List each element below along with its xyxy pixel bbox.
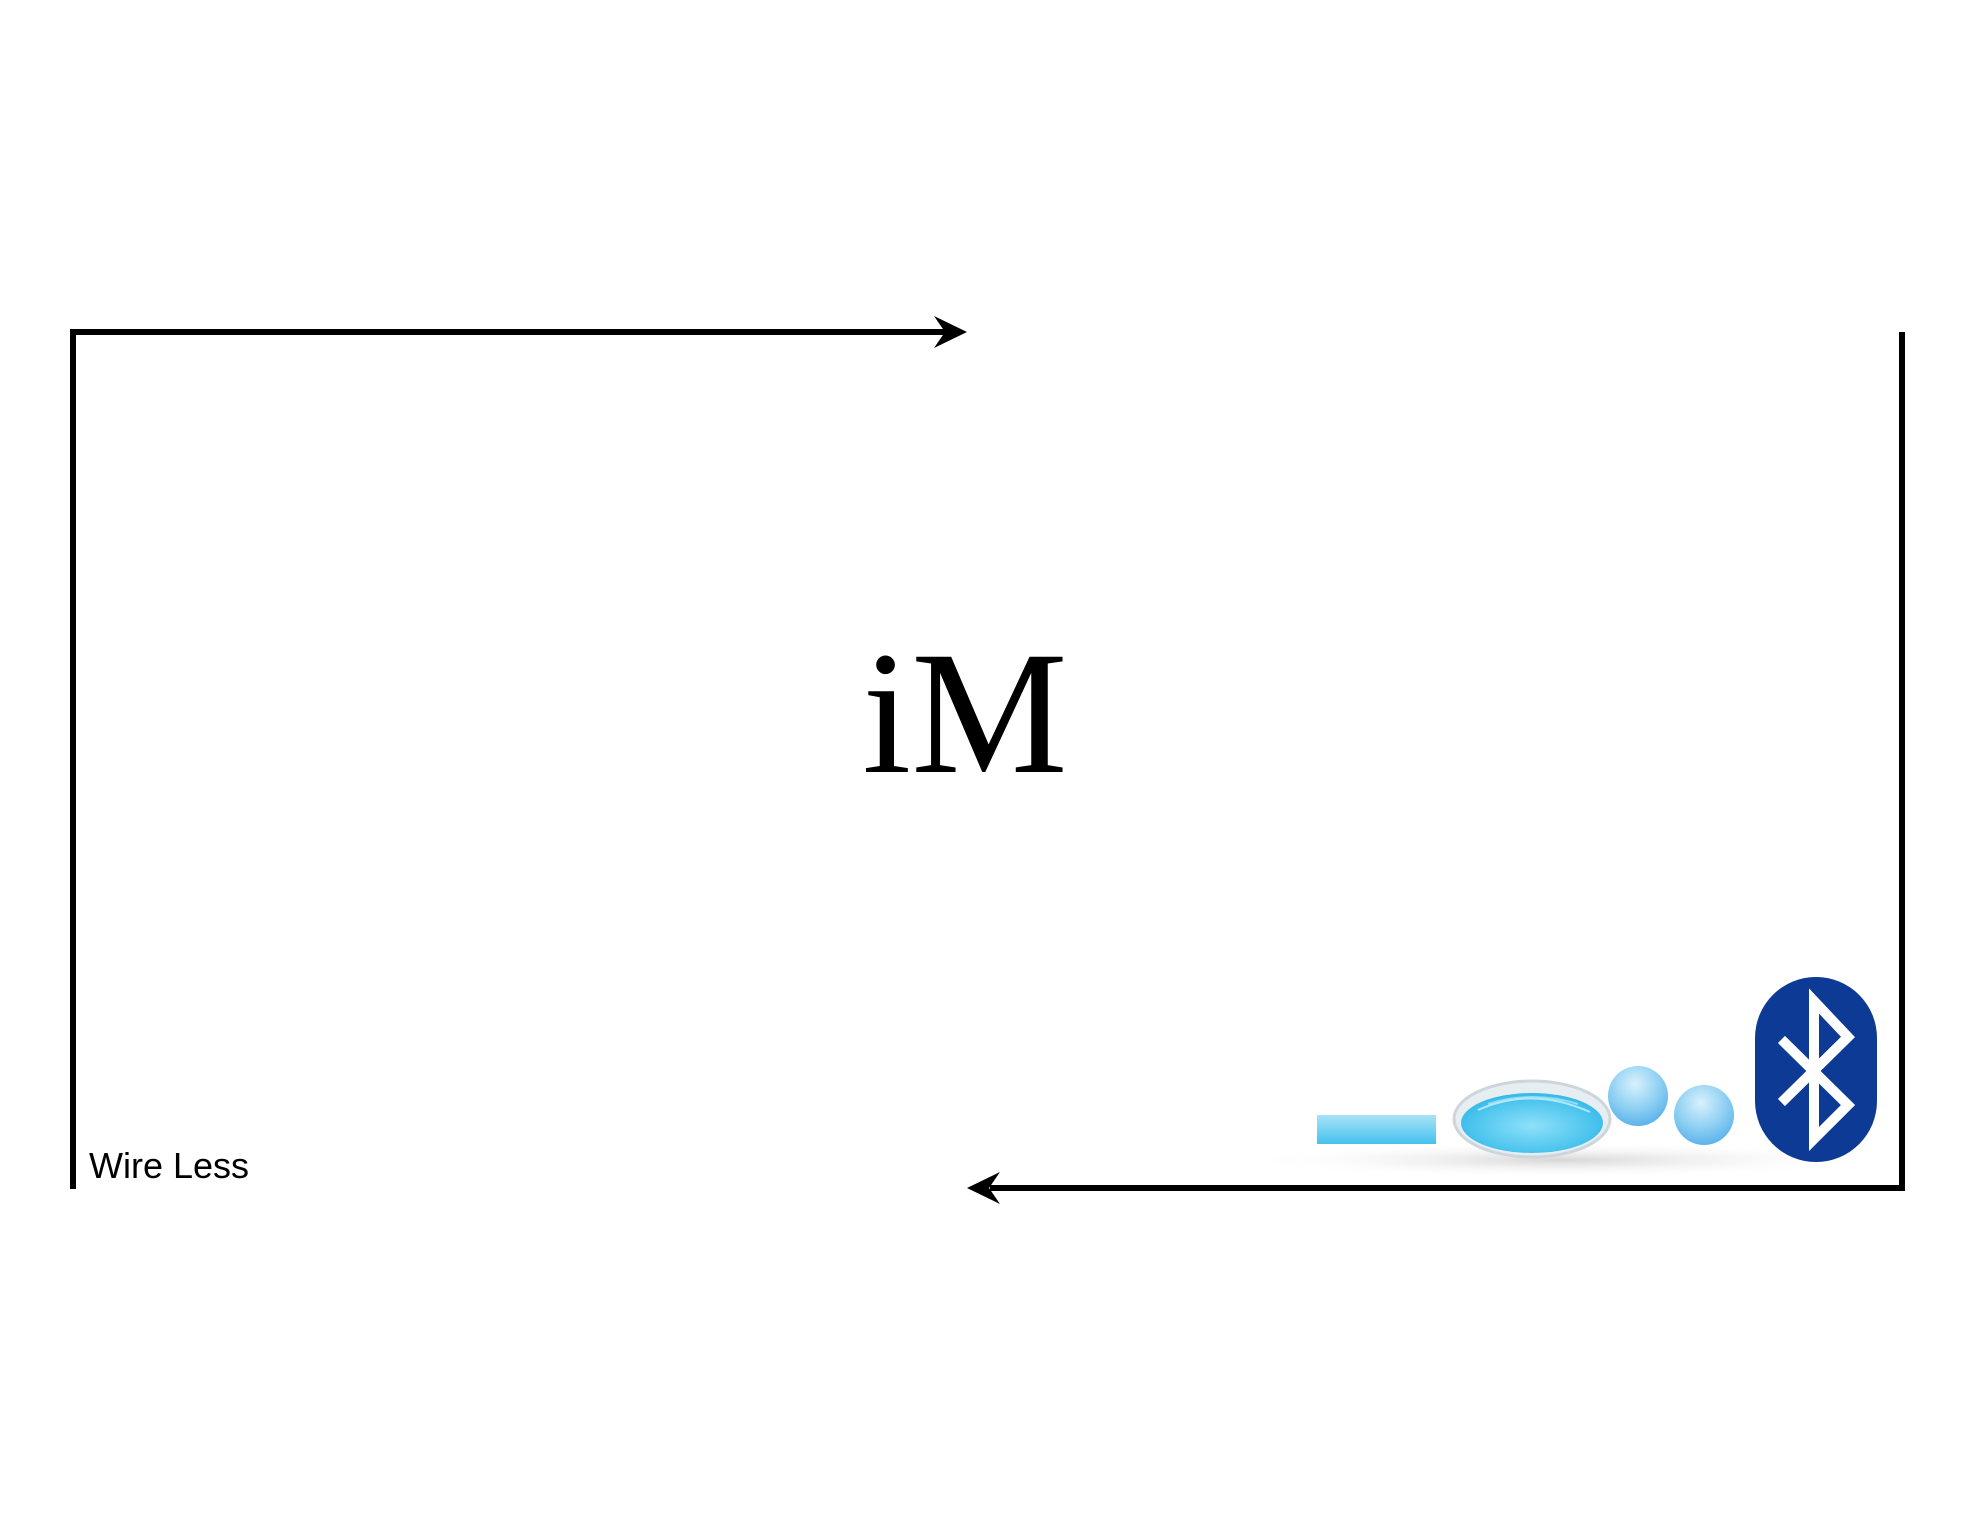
lens-highlight-arc — [1477, 1097, 1591, 1113]
wireless-graphic — [1240, 1066, 1880, 1178]
bottom-arrow-head — [967, 1172, 1000, 1204]
bluetooth-icon — [1755, 977, 1877, 1162]
orb-small — [1674, 1085, 1734, 1145]
graphic-shadow — [1240, 1142, 1880, 1178]
lens-highlight-arc-2 — [1487, 1096, 1579, 1105]
accent-bar — [1317, 1115, 1436, 1144]
bluetooth-rune — [1777, 988, 1856, 1152]
diagram-title: iM — [862, 616, 1067, 811]
lens-disc — [1461, 1093, 1603, 1153]
top-arrow-head — [934, 316, 967, 348]
corner-label: Wire Less — [89, 1145, 249, 1186]
orb-large — [1608, 1066, 1668, 1126]
